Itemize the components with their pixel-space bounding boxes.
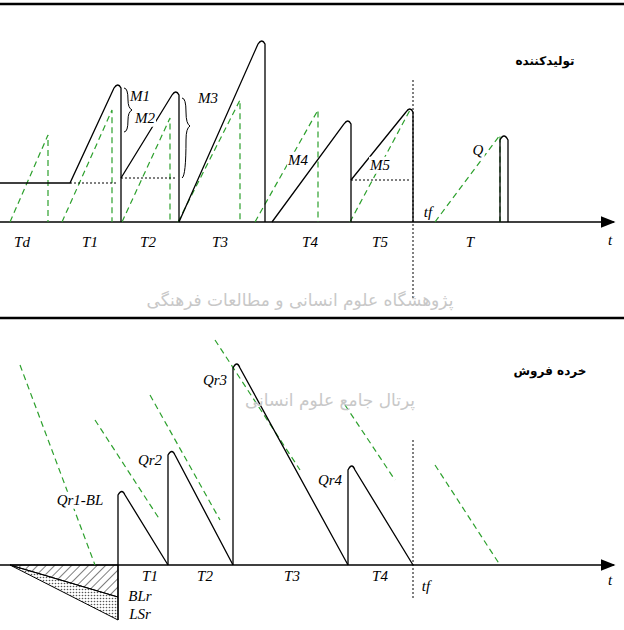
panel-title: تولیدکننده	[514, 55, 575, 68]
axis-label: t	[607, 572, 613, 589]
period-label: T3	[211, 234, 229, 251]
axis-label: t	[607, 232, 613, 249]
symbol-label: M1	[129, 88, 151, 105]
period-label: T2	[196, 568, 214, 585]
panel-title: خرده فروش	[513, 365, 588, 378]
period-label: T	[465, 234, 475, 251]
symbol-label: M2	[134, 110, 156, 127]
time-axis	[0, 221, 614, 223]
symbol-label: M3	[197, 90, 219, 107]
symbol-label: M4	[287, 152, 309, 169]
period-label: Td	[13, 234, 31, 251]
period-label: T3	[283, 568, 301, 585]
symbol-label: Qr2	[137, 452, 163, 469]
period-label: T1	[81, 234, 99, 251]
watermark: پژوهشگاه علوم انسانی و مطالعات فرهنگی	[146, 291, 455, 310]
time-label: tf	[423, 204, 433, 221]
symbol-label: Qr3	[202, 372, 228, 389]
horizon-line	[413, 440, 414, 600]
watermark: پرتال جامع علوم انسانی	[244, 391, 416, 410]
period-label: T4	[301, 234, 319, 251]
producer-cycle	[500, 136, 508, 222]
lost-sales-area	[10, 565, 118, 620]
brace	[182, 98, 190, 178]
horizon-line	[413, 80, 414, 300]
time-label: tf	[421, 578, 431, 595]
period-label: T1	[141, 568, 159, 585]
panel-rule	[0, 3, 624, 6]
symbol-label: M5	[369, 157, 391, 174]
symbol-label: Qr4	[317, 472, 343, 489]
symbol-label: Qr1-BL	[56, 492, 105, 509]
green-dashed-cycles	[10, 100, 500, 222]
symbol-label: BLr	[127, 588, 152, 605]
producer-inventory	[0, 41, 436, 222]
symbol-label: LSr	[128, 606, 152, 623]
backlog-area	[10, 565, 118, 597]
period-label: T2	[139, 234, 157, 251]
symbol-label: Q	[472, 142, 485, 159]
period-label: T4	[371, 568, 389, 585]
panel-rule	[0, 317, 624, 320]
dotted-levels	[70, 178, 410, 183]
period-label: T5	[371, 234, 389, 251]
green-dashed-cycles	[20, 340, 500, 565]
